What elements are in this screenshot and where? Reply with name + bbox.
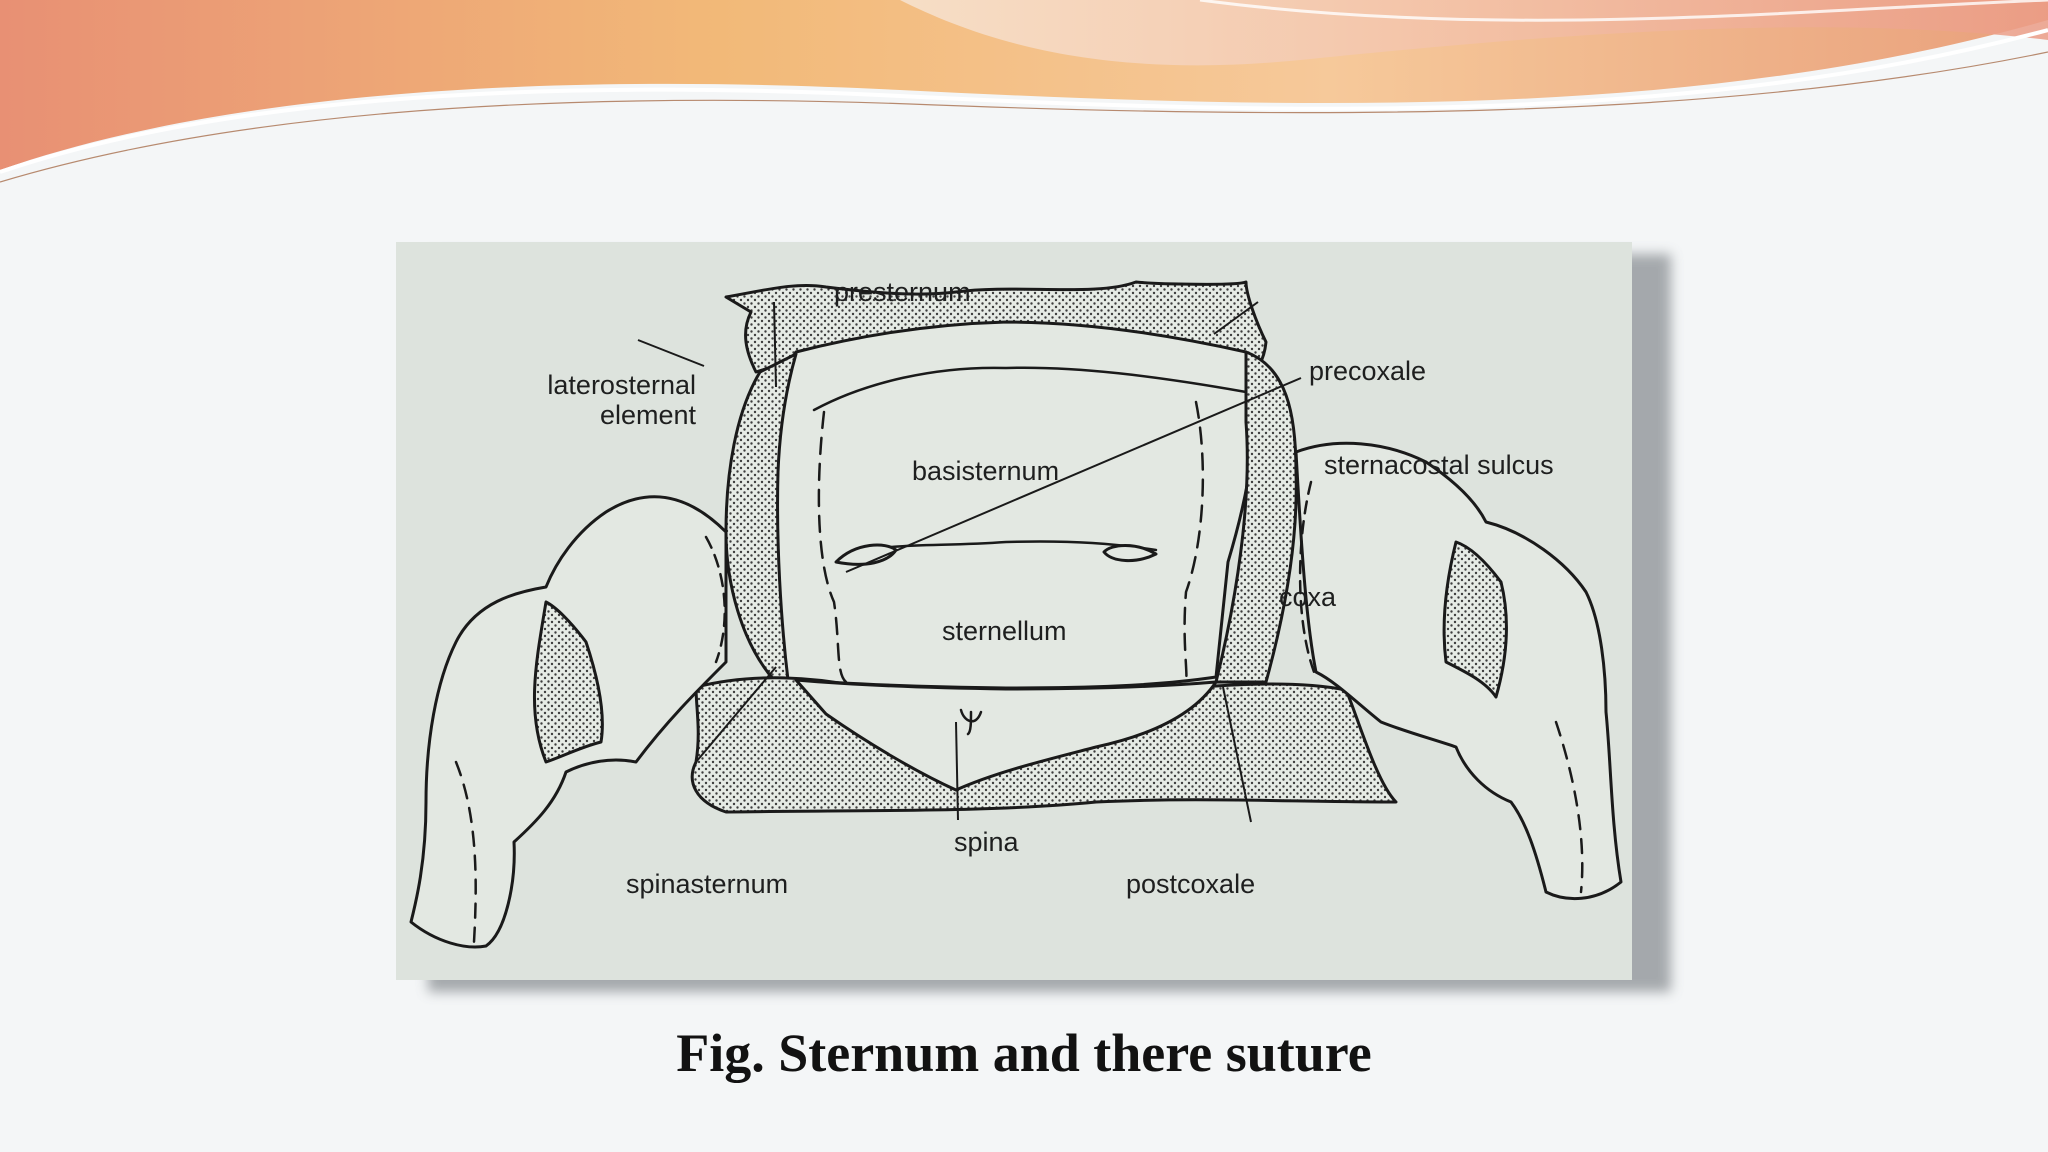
label-spinasternum: spinasternum — [626, 869, 789, 899]
label-presternum: presternum — [834, 277, 971, 307]
label-postcoxale: postcoxale — [1126, 869, 1256, 899]
sternum-figure: presternum precoxale laterosternal eleme… — [396, 242, 1632, 980]
figure-caption: Fig. Sternum and there suture — [676, 1023, 1372, 1083]
label-spina: spina — [954, 827, 1019, 857]
leader-lines — [637, 301, 1302, 823]
label-sternacostal-sulcus: sternacostal sulcus — [1324, 450, 1554, 480]
label-coxa: coxa — [1279, 582, 1337, 612]
label-basisternum: basisternum — [912, 456, 1060, 486]
label-laterosternal-element: laterosternal element — [547, 370, 696, 430]
header-banner — [0, 0, 2048, 183]
right-coxa — [1294, 441, 1623, 901]
sternum-line-art — [409, 280, 1623, 949]
label-precoxale: precoxale — [1309, 356, 1427, 386]
label-sternellum: sternellum — [942, 616, 1067, 646]
